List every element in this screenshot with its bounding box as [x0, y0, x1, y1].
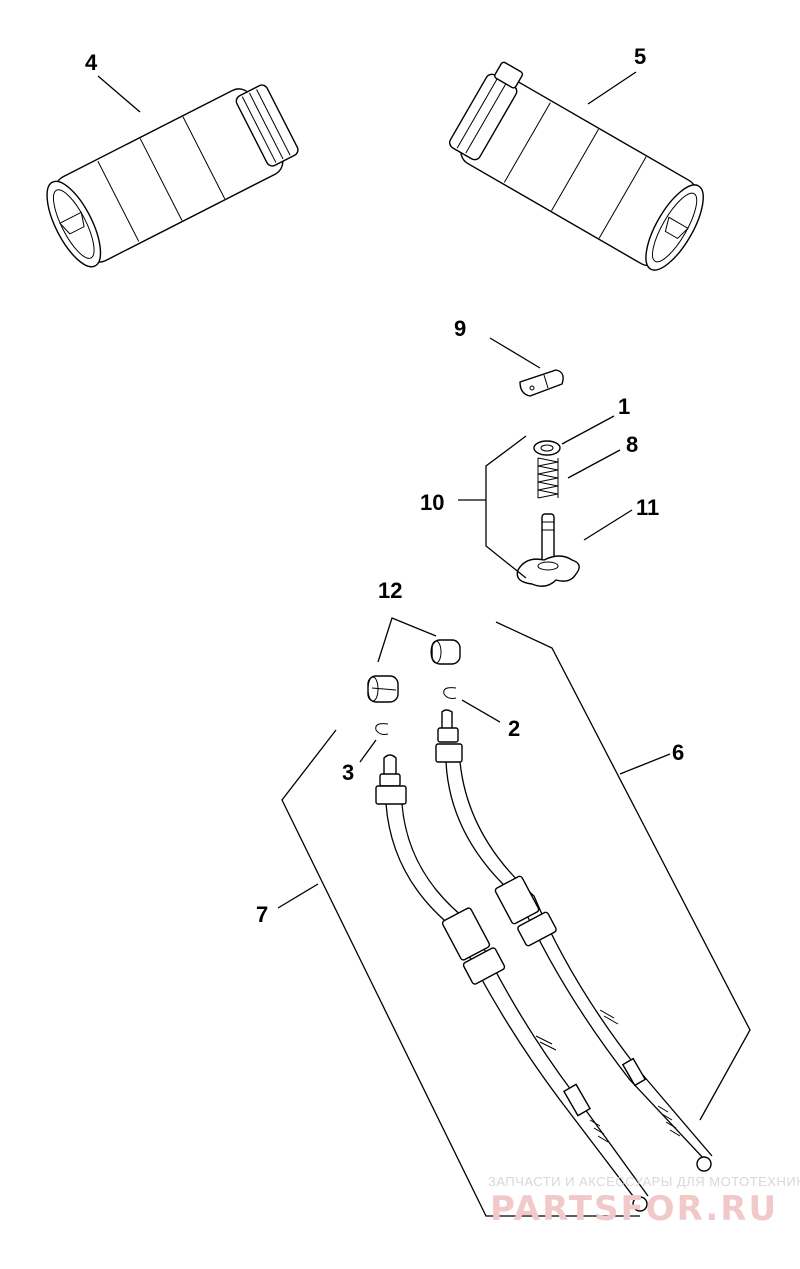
- callout-numbers: 4 5 9 1 8 10 11 12 2 6 3 7: [85, 44, 684, 927]
- callout-3: 3: [342, 760, 354, 785]
- right-grip: [448, 61, 704, 271]
- callout-1: 1: [618, 394, 630, 419]
- callout-12: 12: [378, 578, 402, 603]
- spring: [537, 457, 559, 499]
- watermark: ЗАПЧАСТИ И АКСЕССУАРЫ ДЛЯ МОТОТЕХНИКИ PA…: [488, 1174, 800, 1229]
- callout-6: 6: [672, 740, 684, 765]
- clip-part-2: [443, 687, 457, 699]
- callout-10: 10: [420, 490, 444, 515]
- adjusting-screw: [516, 513, 580, 587]
- callout-9: 9: [454, 316, 466, 341]
- friction-shoe: [519, 369, 564, 397]
- clip-part-3: [375, 723, 389, 735]
- ferrule-lower: [367, 675, 399, 703]
- ferrule-upper: [430, 639, 461, 665]
- callout-4: 4: [85, 50, 98, 75]
- watermark-tagline: ЗАПЧАСТИ И АКСЕССУАРЫ ДЛЯ МОТОТЕХНИКИ: [488, 1174, 800, 1189]
- idle-cable: [375, 754, 649, 1212]
- leader-lines: [97, 71, 751, 1217]
- callout-5: 5: [634, 44, 646, 69]
- watermark-brand: PARTSFOR.RU: [490, 1189, 778, 1229]
- washer: [533, 440, 561, 456]
- callout-2: 2: [508, 716, 520, 741]
- callout-7: 7: [256, 902, 268, 927]
- callout-8: 8: [626, 432, 638, 457]
- callout-11: 11: [636, 495, 659, 520]
- left-grip: [46, 84, 299, 268]
- throttle-cable: [435, 709, 713, 1172]
